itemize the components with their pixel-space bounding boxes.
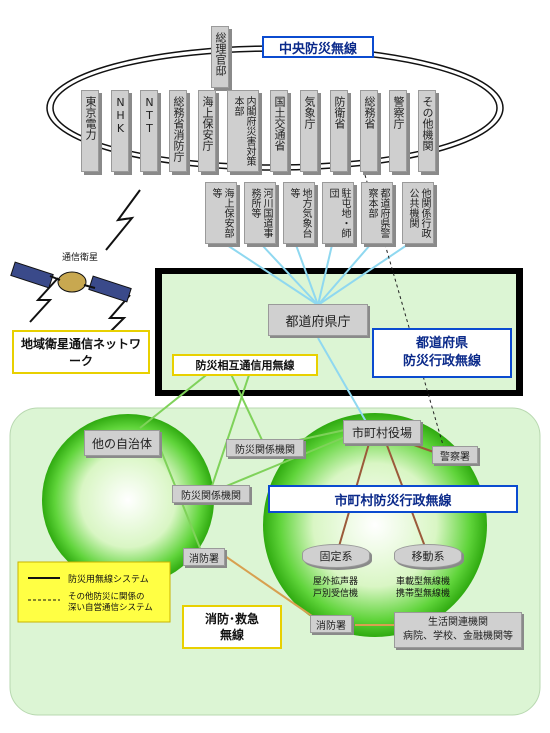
town-office: 市町村役場	[343, 420, 421, 444]
legend-dashed-label: その他防災に関係の 深い自営通信システム	[68, 592, 153, 613]
lower-box-2: 地方気象台等	[283, 182, 315, 244]
lower-box-1: 河川国道事務所等	[244, 182, 276, 244]
satellite-label: 通信衛星	[62, 253, 99, 263]
blue-links	[226, 244, 408, 433]
lower-box-0: 海上保安部等	[205, 182, 237, 244]
central-box-8: 防衛省	[330, 90, 348, 172]
prefecture-office: 都道府県庁	[268, 304, 368, 336]
lower-box-4: 都道府県警察本部	[361, 182, 393, 244]
fire-station-2: 消防署	[310, 615, 352, 633]
prefecture-admin-radio: 都道府県 防災行政無線	[372, 328, 512, 378]
central-box-9: 総務省	[360, 90, 378, 172]
town-ball	[263, 413, 487, 637]
lightning-bolt-1	[105, 189, 141, 251]
orange-links	[224, 555, 398, 626]
central-box-0: 東京電力	[81, 90, 99, 172]
central-box-7: 気象庁	[300, 90, 318, 172]
mobile-system-desc: 車載型無線機 携帯型無線機	[396, 577, 451, 599]
central-box-11: その他機関	[418, 90, 436, 172]
central-box-2: NTT	[140, 90, 158, 172]
legend-box	[17, 561, 171, 623]
lightning-bolt-3	[103, 294, 131, 339]
legend-solid-label: 防災用無線システム	[68, 575, 149, 585]
central-box-5: 内閣府災害対策本部	[227, 90, 259, 172]
other-gov-ball	[42, 414, 214, 586]
fixed-system: 固定系	[302, 544, 370, 568]
central-box-4: 海上保安庁	[198, 90, 216, 172]
police-station: 警察署	[432, 446, 478, 464]
disaster-org-1: 防災関係機関	[226, 439, 304, 457]
fixed-system-desc: 屋外拡声器 戸別受信機	[313, 577, 359, 599]
central-box-10: 警察庁	[389, 90, 407, 172]
disaster-org-2: 防災関係機関	[172, 485, 250, 503]
central-box-1: NHK	[111, 90, 129, 172]
central-box-3: 総務省消防庁	[169, 90, 187, 172]
central-box-6: 国土交通省	[270, 90, 288, 172]
other-local-gov: 他の自治体	[84, 430, 160, 456]
life-orgs: 生活関連機関 病院、学校、金融機関等	[394, 612, 522, 648]
fire-rescue-radio: 消防･救急 無線	[182, 605, 282, 649]
mutual-radio-label: 防災相互通信用無線	[172, 354, 318, 376]
town-admin-radio: 市町村防災行政無線	[268, 485, 518, 513]
fire-station-1: 消防署	[183, 548, 225, 566]
lightning-bolt-2	[29, 277, 59, 323]
satellite-network-label: 地域衛星通信ネットワーク	[12, 330, 150, 374]
mobile-system: 移動系	[394, 544, 462, 568]
central-title: 中央防災無線	[262, 36, 374, 58]
satellite-icon	[10, 261, 132, 303]
lower-box-5: 他関係行政公共機関	[402, 182, 434, 244]
lower-box-3: 駐屯地・師団	[322, 182, 354, 244]
central-box-top: 総理官邸	[211, 26, 229, 88]
